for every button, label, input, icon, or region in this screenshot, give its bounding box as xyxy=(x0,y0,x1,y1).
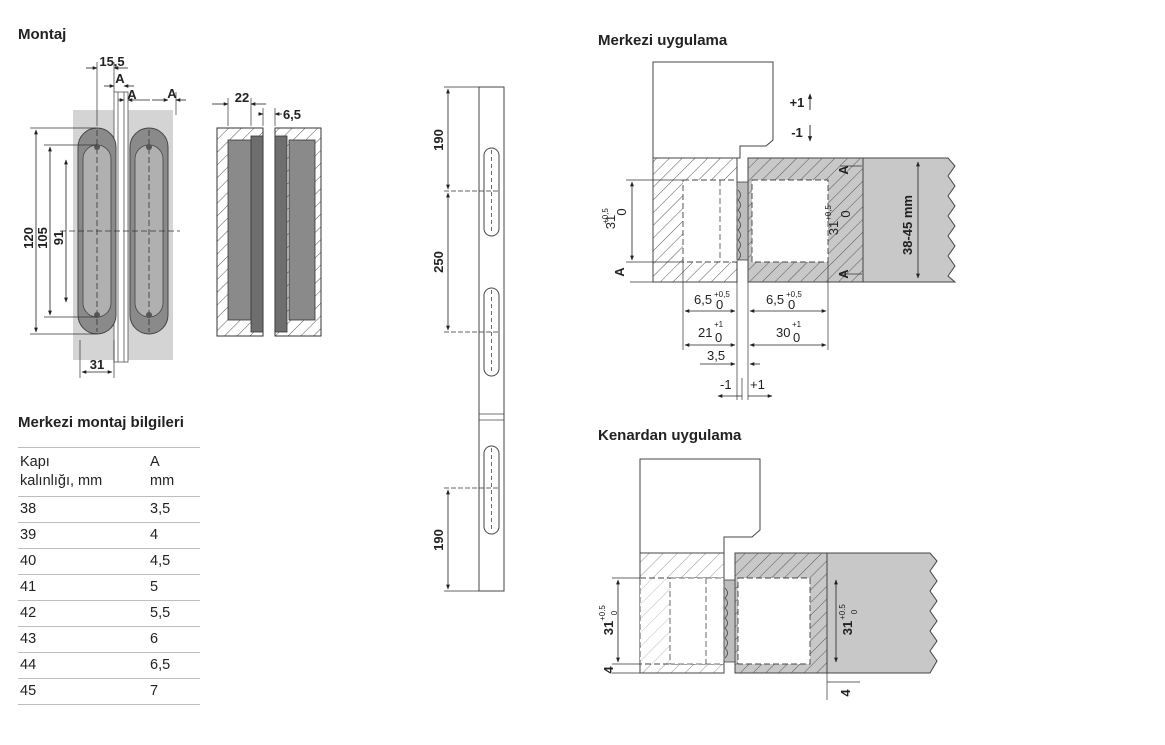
a-cell: 5,5 xyxy=(148,600,200,627)
center-left-65-zero: 0 xyxy=(716,297,723,312)
center-21: 21 xyxy=(698,325,712,340)
thickness-cell: 45 xyxy=(18,678,148,705)
center-30-zero: 0 xyxy=(793,330,800,345)
center-21-tol: +1 xyxy=(714,320,724,329)
edge-application-heading: Kenardan uygulama xyxy=(598,427,742,444)
header-a-line1: A xyxy=(150,454,160,470)
thickness-cell: 38 xyxy=(18,496,148,523)
header-a: A mm xyxy=(148,447,200,497)
center-21-zero: 0 xyxy=(715,330,722,345)
thickness-cell: 41 xyxy=(18,574,148,601)
header-a-line2: mm xyxy=(150,473,175,489)
center-a-right-bottom: A xyxy=(836,269,851,279)
dim-rail-190-top: 190 xyxy=(431,129,446,151)
edge-door-extension xyxy=(826,552,938,674)
a-cell: 4,5 xyxy=(148,548,200,575)
center-30: 30 xyxy=(776,325,790,340)
a-cell: 5 xyxy=(148,574,200,601)
edge-h31-left-tol: +0.5 xyxy=(598,605,607,621)
thickness-cell: 42 xyxy=(18,600,148,627)
montaj-section-view: 22 6,5 xyxy=(212,90,322,337)
center-door-extension xyxy=(862,157,957,283)
center-h31-inner-tol: +0,5 xyxy=(824,205,833,221)
door-rail-view: 190 250 190 xyxy=(431,86,505,592)
edge-h31-inner: 31 xyxy=(840,621,855,635)
dim-22: 22 xyxy=(235,90,249,105)
center-a-left: A xyxy=(612,267,627,277)
dim-a-1: A xyxy=(115,71,125,86)
center-h31-left-tol: +0,5 xyxy=(601,208,610,224)
a-cell: 6 xyxy=(148,626,200,653)
edge-h31-inner-tol: +0.5 xyxy=(838,604,847,620)
edge-application-drawing: 31 +0.5 0 4 31 +0.5 0 4 xyxy=(598,458,938,700)
thickness-cell: 40 xyxy=(18,548,148,575)
center-h31-left-zero: 0 xyxy=(614,208,629,215)
dim-31: 31 xyxy=(90,357,104,372)
thickness-cell: 39 xyxy=(18,522,148,549)
dim-a-2: A xyxy=(127,87,137,102)
edge-four-left: 4 xyxy=(601,666,616,674)
montaj-front-view: 120 105 91 15,5 A A A 31 xyxy=(21,54,186,378)
center-minus1: -1 xyxy=(720,377,732,392)
table-header-row: Kapı kalınlığı, mm A mm xyxy=(18,447,200,497)
thickness-cell: 44 xyxy=(18,652,148,679)
dim-91: 91 xyxy=(51,231,66,245)
edge-h31-left: 31 xyxy=(601,621,616,635)
dim-15-5: 15,5 xyxy=(99,54,124,69)
center-h31-left: 31 xyxy=(603,215,618,229)
center-plus1: +1 xyxy=(750,377,765,392)
center-thickness: 38-45 mm xyxy=(900,195,915,255)
center-h31-inner-zero: 0 xyxy=(838,210,853,217)
center-left-65: 6,5 xyxy=(694,292,712,307)
dim-rail-190-bottom: 190 xyxy=(431,529,446,551)
center-a-right-top: A xyxy=(836,165,851,175)
edge-four-right: 4 xyxy=(838,689,853,697)
dim-120: 120 xyxy=(21,227,36,249)
center-down-label: -1 xyxy=(791,125,803,140)
a-cell: 3,5 xyxy=(148,496,200,523)
header-thickness-line1: Kapı xyxy=(20,454,50,470)
center-right-65-zero: 0 xyxy=(788,297,795,312)
center-top-plate xyxy=(652,61,774,159)
thickness-cell: 43 xyxy=(18,626,148,653)
edge-h31-inner-zero: 0 xyxy=(850,609,859,614)
dim-rail-250: 250 xyxy=(431,251,446,273)
header-thickness: Kapı kalınlığı, mm xyxy=(18,447,148,497)
montaj-heading: Montaj xyxy=(18,26,67,43)
a-cell: 4 xyxy=(148,522,200,549)
center-right-65: 6,5 xyxy=(766,292,784,307)
center-h31-inner: 31 xyxy=(826,221,841,235)
a-cell: 7 xyxy=(148,678,200,705)
dim-6-5: 6,5 xyxy=(283,107,301,122)
center-application-heading: Merkezi uygulama xyxy=(598,32,728,49)
table-title: Merkezi montaj bilgileri xyxy=(18,414,184,431)
edge-h31-left-zero: 0 xyxy=(610,610,619,615)
center-application-drawing: +1 -1 38-45 mm A A 31 +0,5 0 A 31 xyxy=(601,61,957,400)
dim-105: 105 xyxy=(35,227,50,249)
center-left-65-tol: +0,5 xyxy=(714,290,730,299)
center-30-tol: +1 xyxy=(792,320,802,329)
a-cell: 6,5 xyxy=(148,652,200,679)
center-up-label: +1 xyxy=(790,95,805,110)
edge-top-plate xyxy=(639,458,761,554)
center-right-65-tol: +0,5 xyxy=(786,290,802,299)
center-3-5: 3,5 xyxy=(707,348,725,363)
header-thickness-line2: kalınlığı, mm xyxy=(20,473,103,489)
dim-a-3: A xyxy=(167,86,177,101)
